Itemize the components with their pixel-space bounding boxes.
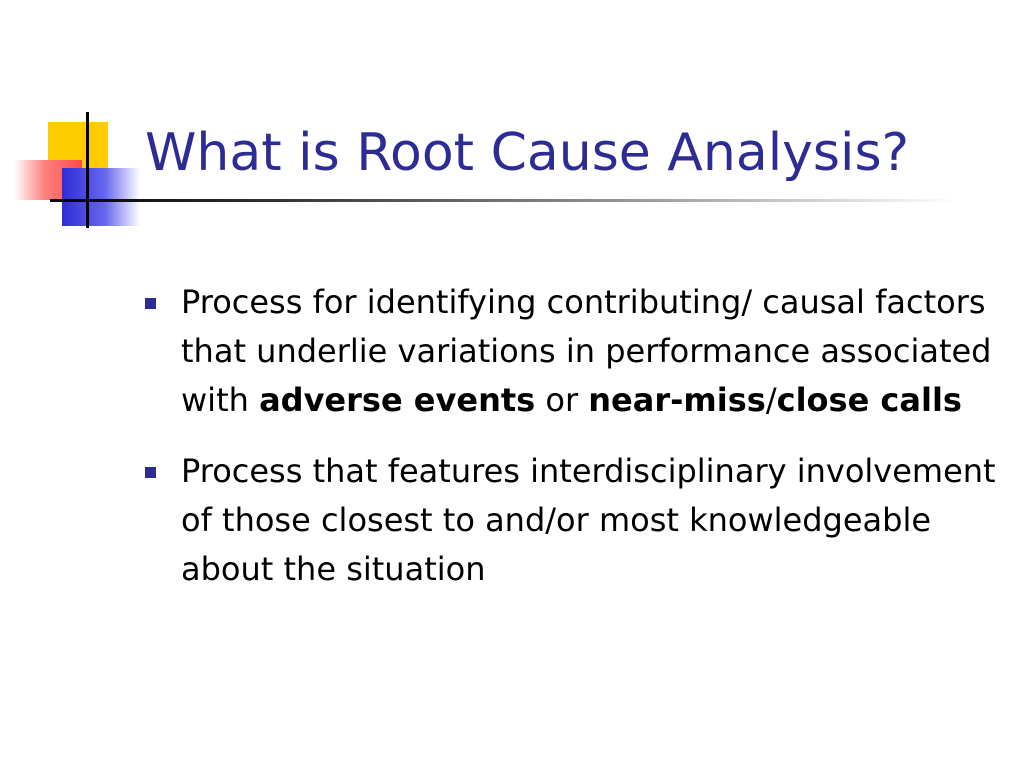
bullet-list: Process for identifying contributing/ ca…: [140, 278, 1010, 616]
bullet-segment: Process that features interdisciplinary …: [181, 452, 996, 588]
bullet-segment-bold: near-miss: [588, 381, 766, 419]
title-underline-rule: [50, 199, 960, 202]
slide-title: What is Root Cause Analysis?: [145, 123, 910, 183]
corner-decoration: [0, 0, 160, 240]
blue-square-decoration: [62, 168, 140, 226]
square-bullet-icon: [145, 467, 156, 478]
bullet-item: Process that features interdisciplinary …: [140, 447, 1010, 594]
bullet-text: Process that features interdisciplinary …: [181, 452, 996, 588]
bullet-segment: Process for identifying contributing/ ca…: [181, 283, 992, 419]
bullet-text: Process for identifying contributing/ ca…: [181, 283, 991, 419]
bullet-segment: or: [535, 381, 589, 419]
bullet-segment-bold: adverse events: [259, 381, 536, 419]
bullet-segment: /: [765, 381, 777, 419]
square-bullet-icon: [145, 298, 156, 309]
bullet-segment-bold: close calls: [776, 381, 962, 419]
bullet-item: Process for identifying contributing/ ca…: [140, 278, 1010, 425]
vertical-rule-decoration: [86, 112, 89, 228]
